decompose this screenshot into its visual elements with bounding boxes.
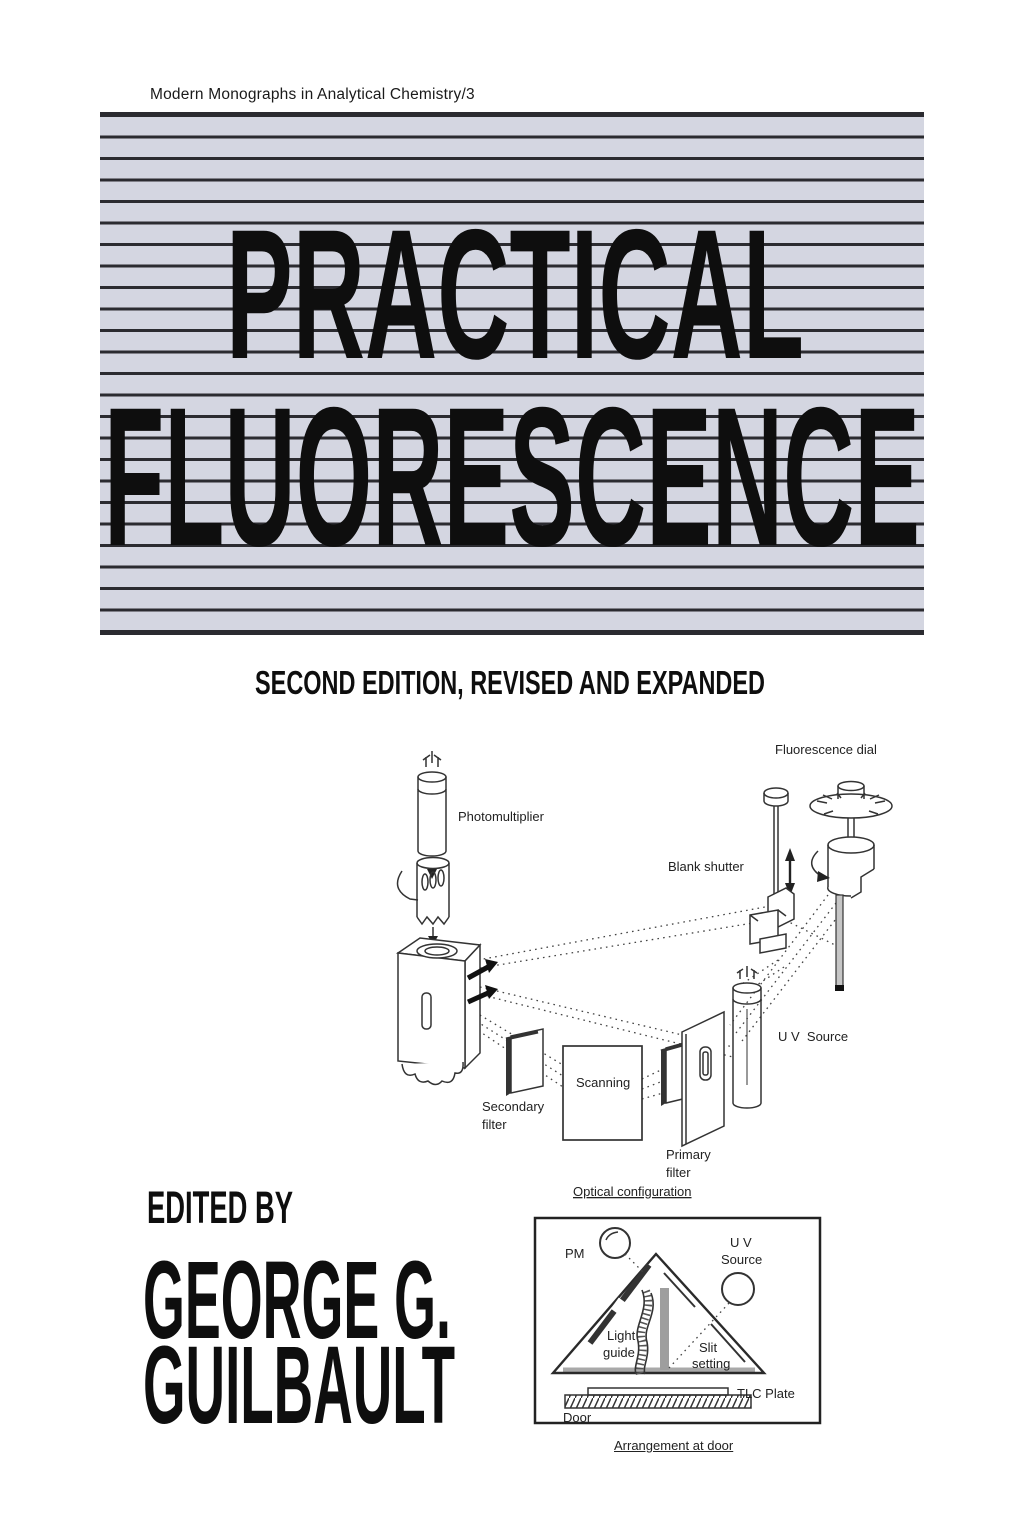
editor-name-line-2: GUILBAULT	[143, 1324, 455, 1447]
title-line-1: PRACTICAL	[226, 192, 804, 398]
uv-label-2: Source	[721, 1252, 762, 1267]
door-housing-drawing	[550, 1252, 767, 1376]
door-label: Door	[563, 1410, 592, 1425]
light-guide-label-1: Light	[607, 1328, 636, 1343]
optical-configuration-caption: Optical configuration	[573, 1184, 692, 1199]
subtitle: SECOND EDITION, REVISED AND EXPANDED	[255, 664, 765, 701]
scanning-label: Scanning	[576, 1075, 630, 1090]
light-guide-label-2: guide	[603, 1345, 635, 1360]
pm-label: PM	[565, 1246, 585, 1261]
series-title: Modern Monographs in Analytical Chemistr…	[150, 86, 475, 103]
arrangement-at-door-diagram: PM U V Source Light guide Slit setting T…	[533, 1216, 822, 1425]
pm-port-drawing	[599, 1227, 644, 1273]
editor-name-line-1: GEORGE G.	[143, 1239, 451, 1362]
primary-filter-label-2: filter	[666, 1165, 691, 1180]
blank-shutter-drawing	[749, 787, 795, 954]
blank-shutter-label: Blank shutter	[668, 859, 745, 874]
primary-filter-label-1: Primary	[666, 1147, 711, 1162]
secondary-filter-drawing	[505, 1028, 544, 1096]
slit-setting-label-2: setting	[692, 1356, 730, 1371]
arrangement-at-door-caption: Arrangement at door	[614, 1438, 734, 1453]
title-stripe-block	[100, 112, 924, 635]
secondary-filter-label-1: Secondary	[482, 1099, 545, 1114]
filter-drum-drawing	[396, 856, 450, 945]
secondary-filter-label-2: filter	[482, 1117, 507, 1132]
slit-setting-label-1: Slit	[699, 1340, 717, 1355]
title-line-2: FLUORESCENCE	[104, 366, 920, 587]
optical-configuration-diagram: Photomultiplier Fluorescence dial Blank …	[395, 742, 893, 1199]
door-diagram-border	[533, 1216, 822, 1425]
slit-bar	[660, 1288, 669, 1370]
sample-compartment-drawing	[395, 937, 498, 1086]
scanning-box-drawing	[562, 1045, 643, 1141]
uv-port-drawing	[668, 1272, 755, 1369]
fluorescence-dial-label: Fluorescence dial	[775, 742, 877, 757]
uv-source-drawing	[732, 966, 762, 1109]
uv-source-label: U V Source	[778, 1029, 848, 1044]
uv-label-1: U V	[730, 1235, 752, 1250]
slide-panel-drawing	[681, 1010, 725, 1148]
tlc-plate-drawing	[564, 1387, 752, 1409]
tlc-plate-label: TLC Plate	[737, 1386, 795, 1401]
photomultiplier-label: Photomultiplier	[458, 809, 545, 824]
edited-by-label: EDITED BY	[147, 1182, 293, 1233]
fluorescence-dial-drawing	[809, 780, 893, 991]
